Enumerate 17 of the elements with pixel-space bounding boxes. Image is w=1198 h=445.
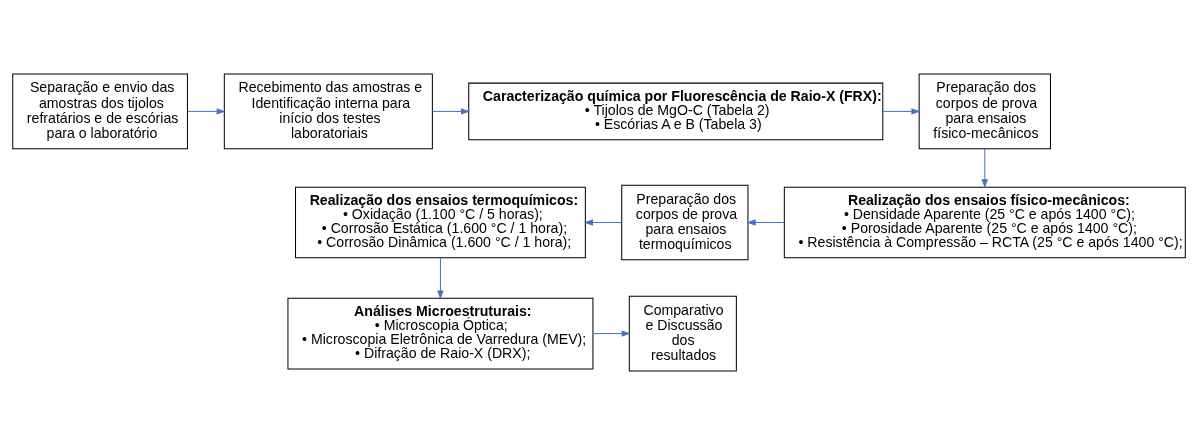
node-box: Análises Microestruturais: • Microscopia Óptica; • Microscopia Eletrônica de Varredura (MEV); • Difração de Raio-X (DRX); xyxy=(287,297,594,370)
node-box: Realização dos ensaios termoquímicos: • Oxidação (1.100 °C / 5 horas); • Corrosão Estática (1.600 °C / 1 hora); • Corrosão Dinâmica (1.600 °C / 1 hora); xyxy=(295,186,586,259)
arrow xyxy=(187,108,226,115)
arrow xyxy=(746,219,785,226)
node-box: Preparação dos corpos de prova para ensaios termoquímicos xyxy=(621,184,749,261)
arrow xyxy=(432,108,471,115)
node-box: Caracterização química por Fluorescência de Raio-X (FRX): • Tijolos de MgO-C (Tabela 2) • Escórias A e B (Tabela 3) xyxy=(468,82,884,141)
node-box: Separação e envio das amostras dos tijolos refratários e de escórias para o laboratório xyxy=(12,73,188,150)
node-box: Comparativo e Discussão dos resultados xyxy=(628,295,737,372)
arrow xyxy=(583,219,622,226)
arrow xyxy=(592,330,631,337)
node-box: Recebimento das amostras e Identificação interna para início dos testes laboratoriais xyxy=(223,73,433,150)
arrow xyxy=(882,108,921,115)
arrow xyxy=(981,148,988,189)
arrow xyxy=(437,257,444,300)
node-box: Preparação dos corpos de prova para ensaios físico-mecânicos xyxy=(918,73,1051,150)
node-box: Realização dos ensaios físico-mecânicos: • Densidade Aparente (25 °C e após 1400 °C); • Porosidade Aparente (25 °C e após 1400 °C); • Resistência à Compressão – RCTA (25 °C e após 1400 °C); xyxy=(783,186,1186,259)
